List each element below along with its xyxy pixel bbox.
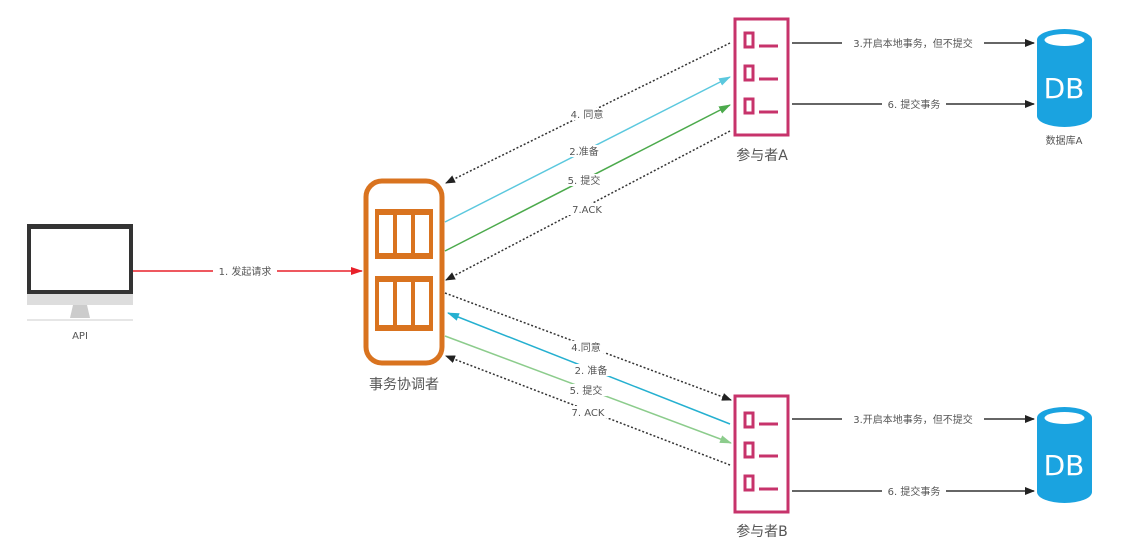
edge-label-b-commit: 5. 提交 — [570, 384, 603, 397]
edge-label-b-begin: 3.开启本地事务，但不提交 — [853, 413, 973, 426]
edge-b-prepare: 2. 准备 — [447, 312, 731, 425]
edge-label-a-prepare: 2.准备 — [569, 145, 599, 158]
edge-b-commit: 5. 提交 — [444, 335, 732, 444]
edge-b-ack: 7. ACK — [445, 355, 731, 466]
edge-label-b-ack: 7. ACK — [572, 408, 605, 419]
edge-label-b-commit-tx: 6. 提交事务 — [888, 485, 941, 498]
edge-request: 1. 发起请求 — [133, 264, 363, 278]
coordinator-icon — [363, 178, 445, 366]
database-b-icon: DB — [1037, 407, 1092, 504]
participant-a-icon — [733, 17, 790, 137]
edge-label-a-commit: 5. 提交 — [568, 174, 601, 187]
edge-a-ack: 7.ACK — [445, 130, 731, 281]
edge-b-commit-tx: 6. 提交事务 — [792, 485, 1035, 498]
coordinator-label: 事务协调者 — [369, 377, 439, 393]
participant-b-label: 参与者B — [736, 523, 788, 540]
edge-a-begin: 3.开启本地事务，但不提交 — [792, 37, 1035, 50]
participant-a-label: 参与者A — [736, 147, 788, 164]
edge-b-begin: 3.开启本地事务，但不提交 — [792, 413, 1035, 426]
edge-a-commit-tx: 6. 提交事务 — [792, 98, 1035, 111]
edge-b-agree: 4.同意 — [444, 292, 732, 401]
edge-label-a-agree: 4. 同意 — [571, 108, 604, 121]
database-a-label: 数据库A — [1046, 134, 1083, 147]
edge-label-request: 1. 发起请求 — [219, 265, 272, 278]
database-a-icon: DB — [1037, 29, 1092, 128]
edge-label-b-prepare: 2. 准备 — [575, 364, 608, 377]
participant-b-icon — [733, 394, 790, 514]
edge-label-b-agree: 4.同意 — [571, 341, 601, 354]
api-monitor-icon — [27, 224, 133, 321]
svg-text:DB: DB — [1044, 449, 1085, 482]
edge-a-agree: 4. 同意 — [445, 42, 731, 184]
svg-text:DB: DB — [1044, 72, 1085, 105]
edge-label-a-ack: 7.ACK — [572, 205, 602, 216]
api-label: API — [72, 331, 88, 342]
edge-a-prepare: 2.准备 — [444, 76, 731, 223]
edge-label-a-begin: 3.开启本地事务，但不提交 — [853, 37, 973, 50]
edge-label-a-commit-tx: 6. 提交事务 — [888, 98, 941, 111]
edge-a-commit: 5. 提交 — [444, 104, 731, 252]
